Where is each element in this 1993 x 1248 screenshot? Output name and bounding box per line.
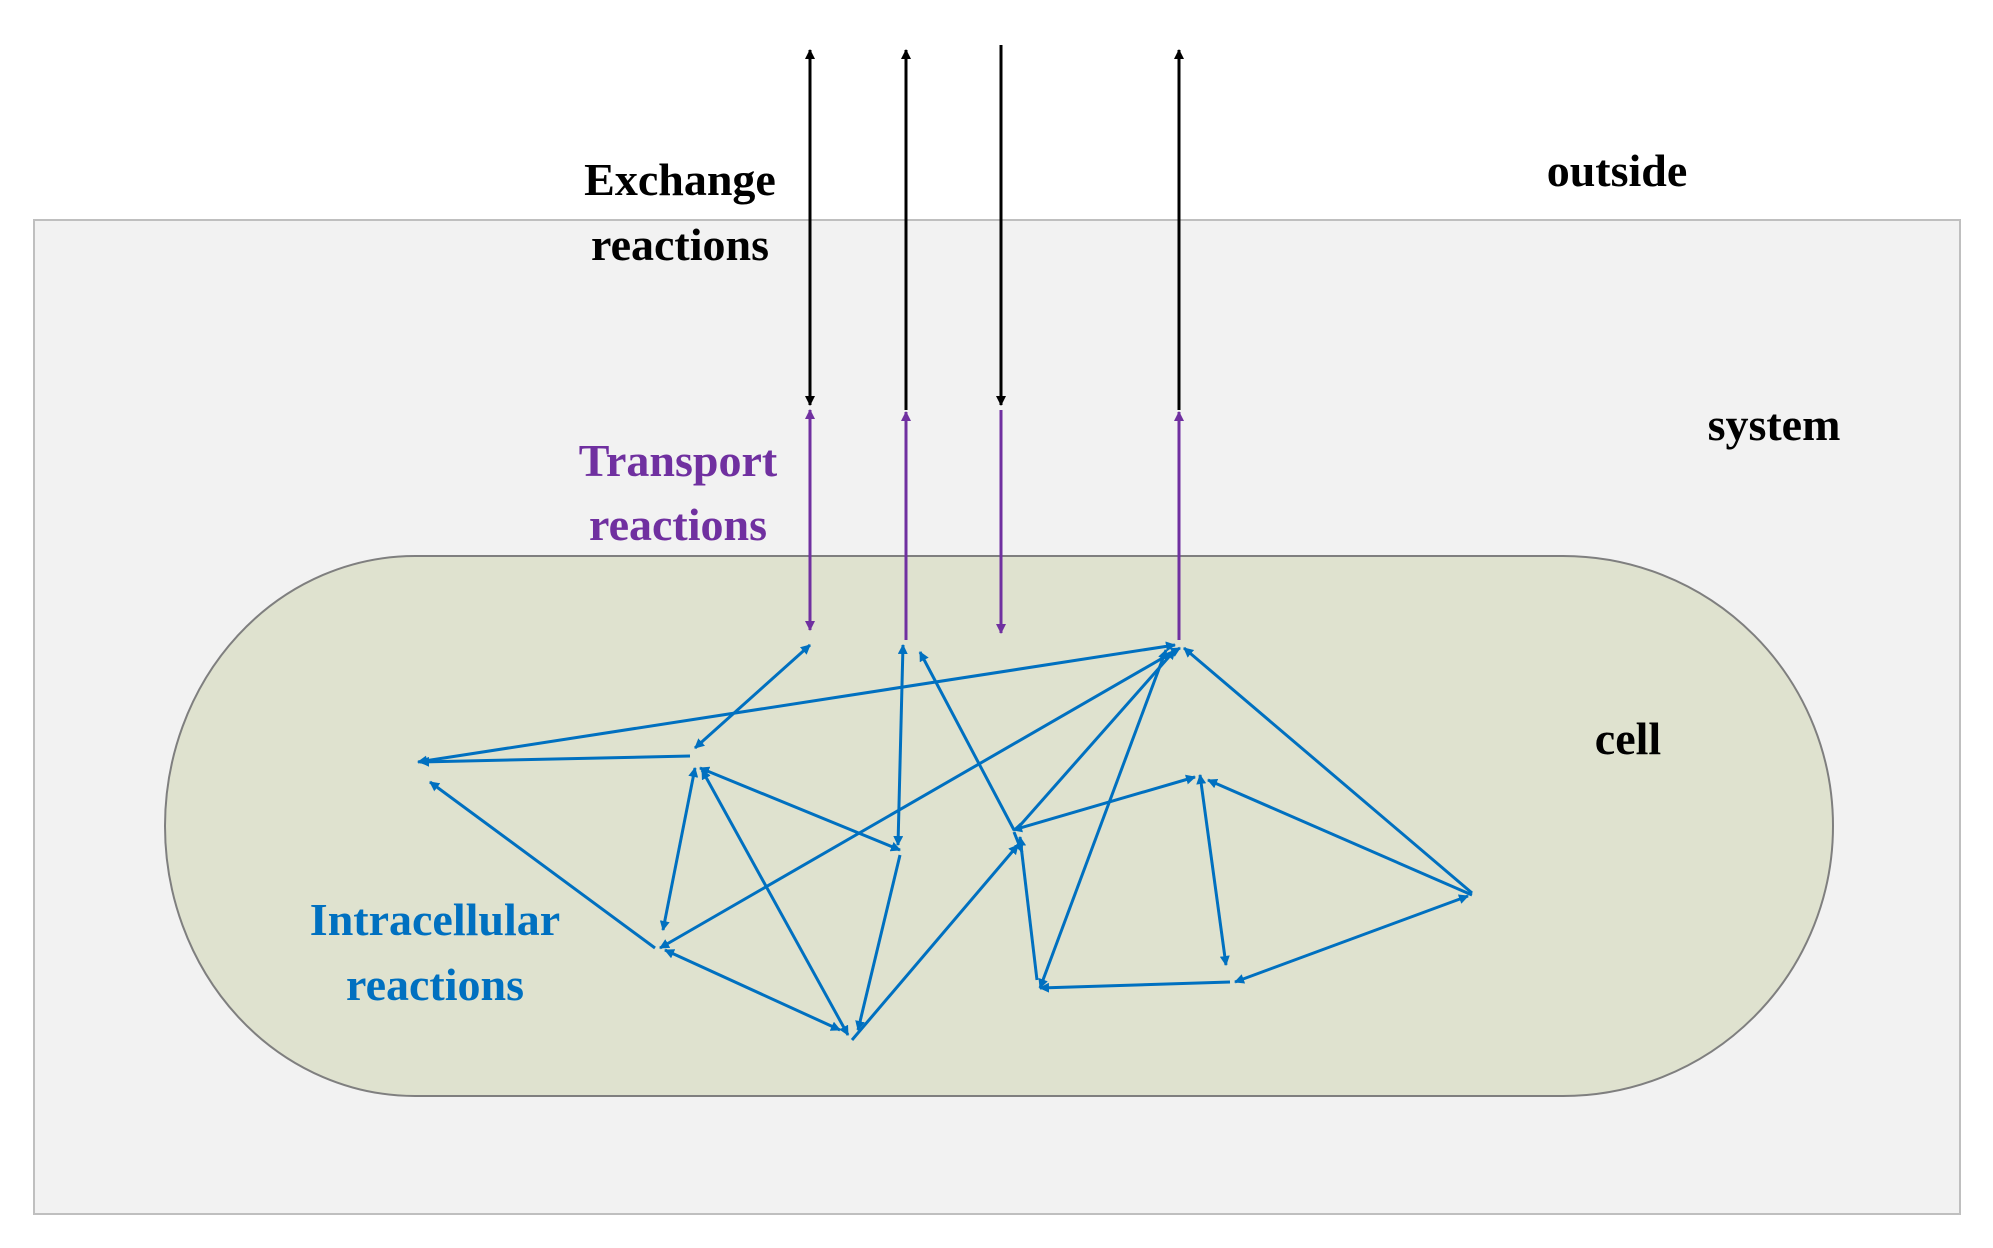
exchange-reaction-arrows bbox=[805, 45, 1184, 410]
exchange-reactions-label-line1: Exchange bbox=[584, 154, 776, 205]
cell-region bbox=[164, 555, 1834, 1097]
intracellular-arrow bbox=[419, 754, 691, 767]
intracellular-arrow bbox=[1234, 894, 1469, 984]
cell-label: cell bbox=[1595, 713, 1661, 764]
transport-reactions-label-line2: reactions bbox=[589, 499, 767, 550]
outside-label: outside bbox=[1547, 145, 1688, 196]
intracellular-arrow bbox=[1039, 980, 1231, 993]
intracellular-reactions-label-line2: reactions bbox=[346, 959, 524, 1010]
system-label: system bbox=[1708, 399, 1841, 450]
intracellular-arrow bbox=[1183, 646, 1473, 895]
intracellular-reactions-label-line1: Intracellular bbox=[310, 894, 560, 945]
intracellular-reaction-arrows bbox=[417, 641, 1473, 1041]
intracellular-arrow bbox=[664, 948, 841, 1032]
intracellular-arrow bbox=[429, 780, 656, 950]
intracellular-arrow bbox=[1016, 836, 1039, 981]
transport-reactions-label-line1: Transport bbox=[579, 435, 778, 486]
intracellular-arrow bbox=[1207, 778, 1473, 897]
transport-reaction-arrows bbox=[805, 409, 1184, 640]
intracellular-arrow bbox=[1038, 649, 1168, 989]
intracellular-arrow bbox=[1196, 774, 1230, 966]
exchange-reactions-label-line2: reactions bbox=[591, 219, 769, 270]
